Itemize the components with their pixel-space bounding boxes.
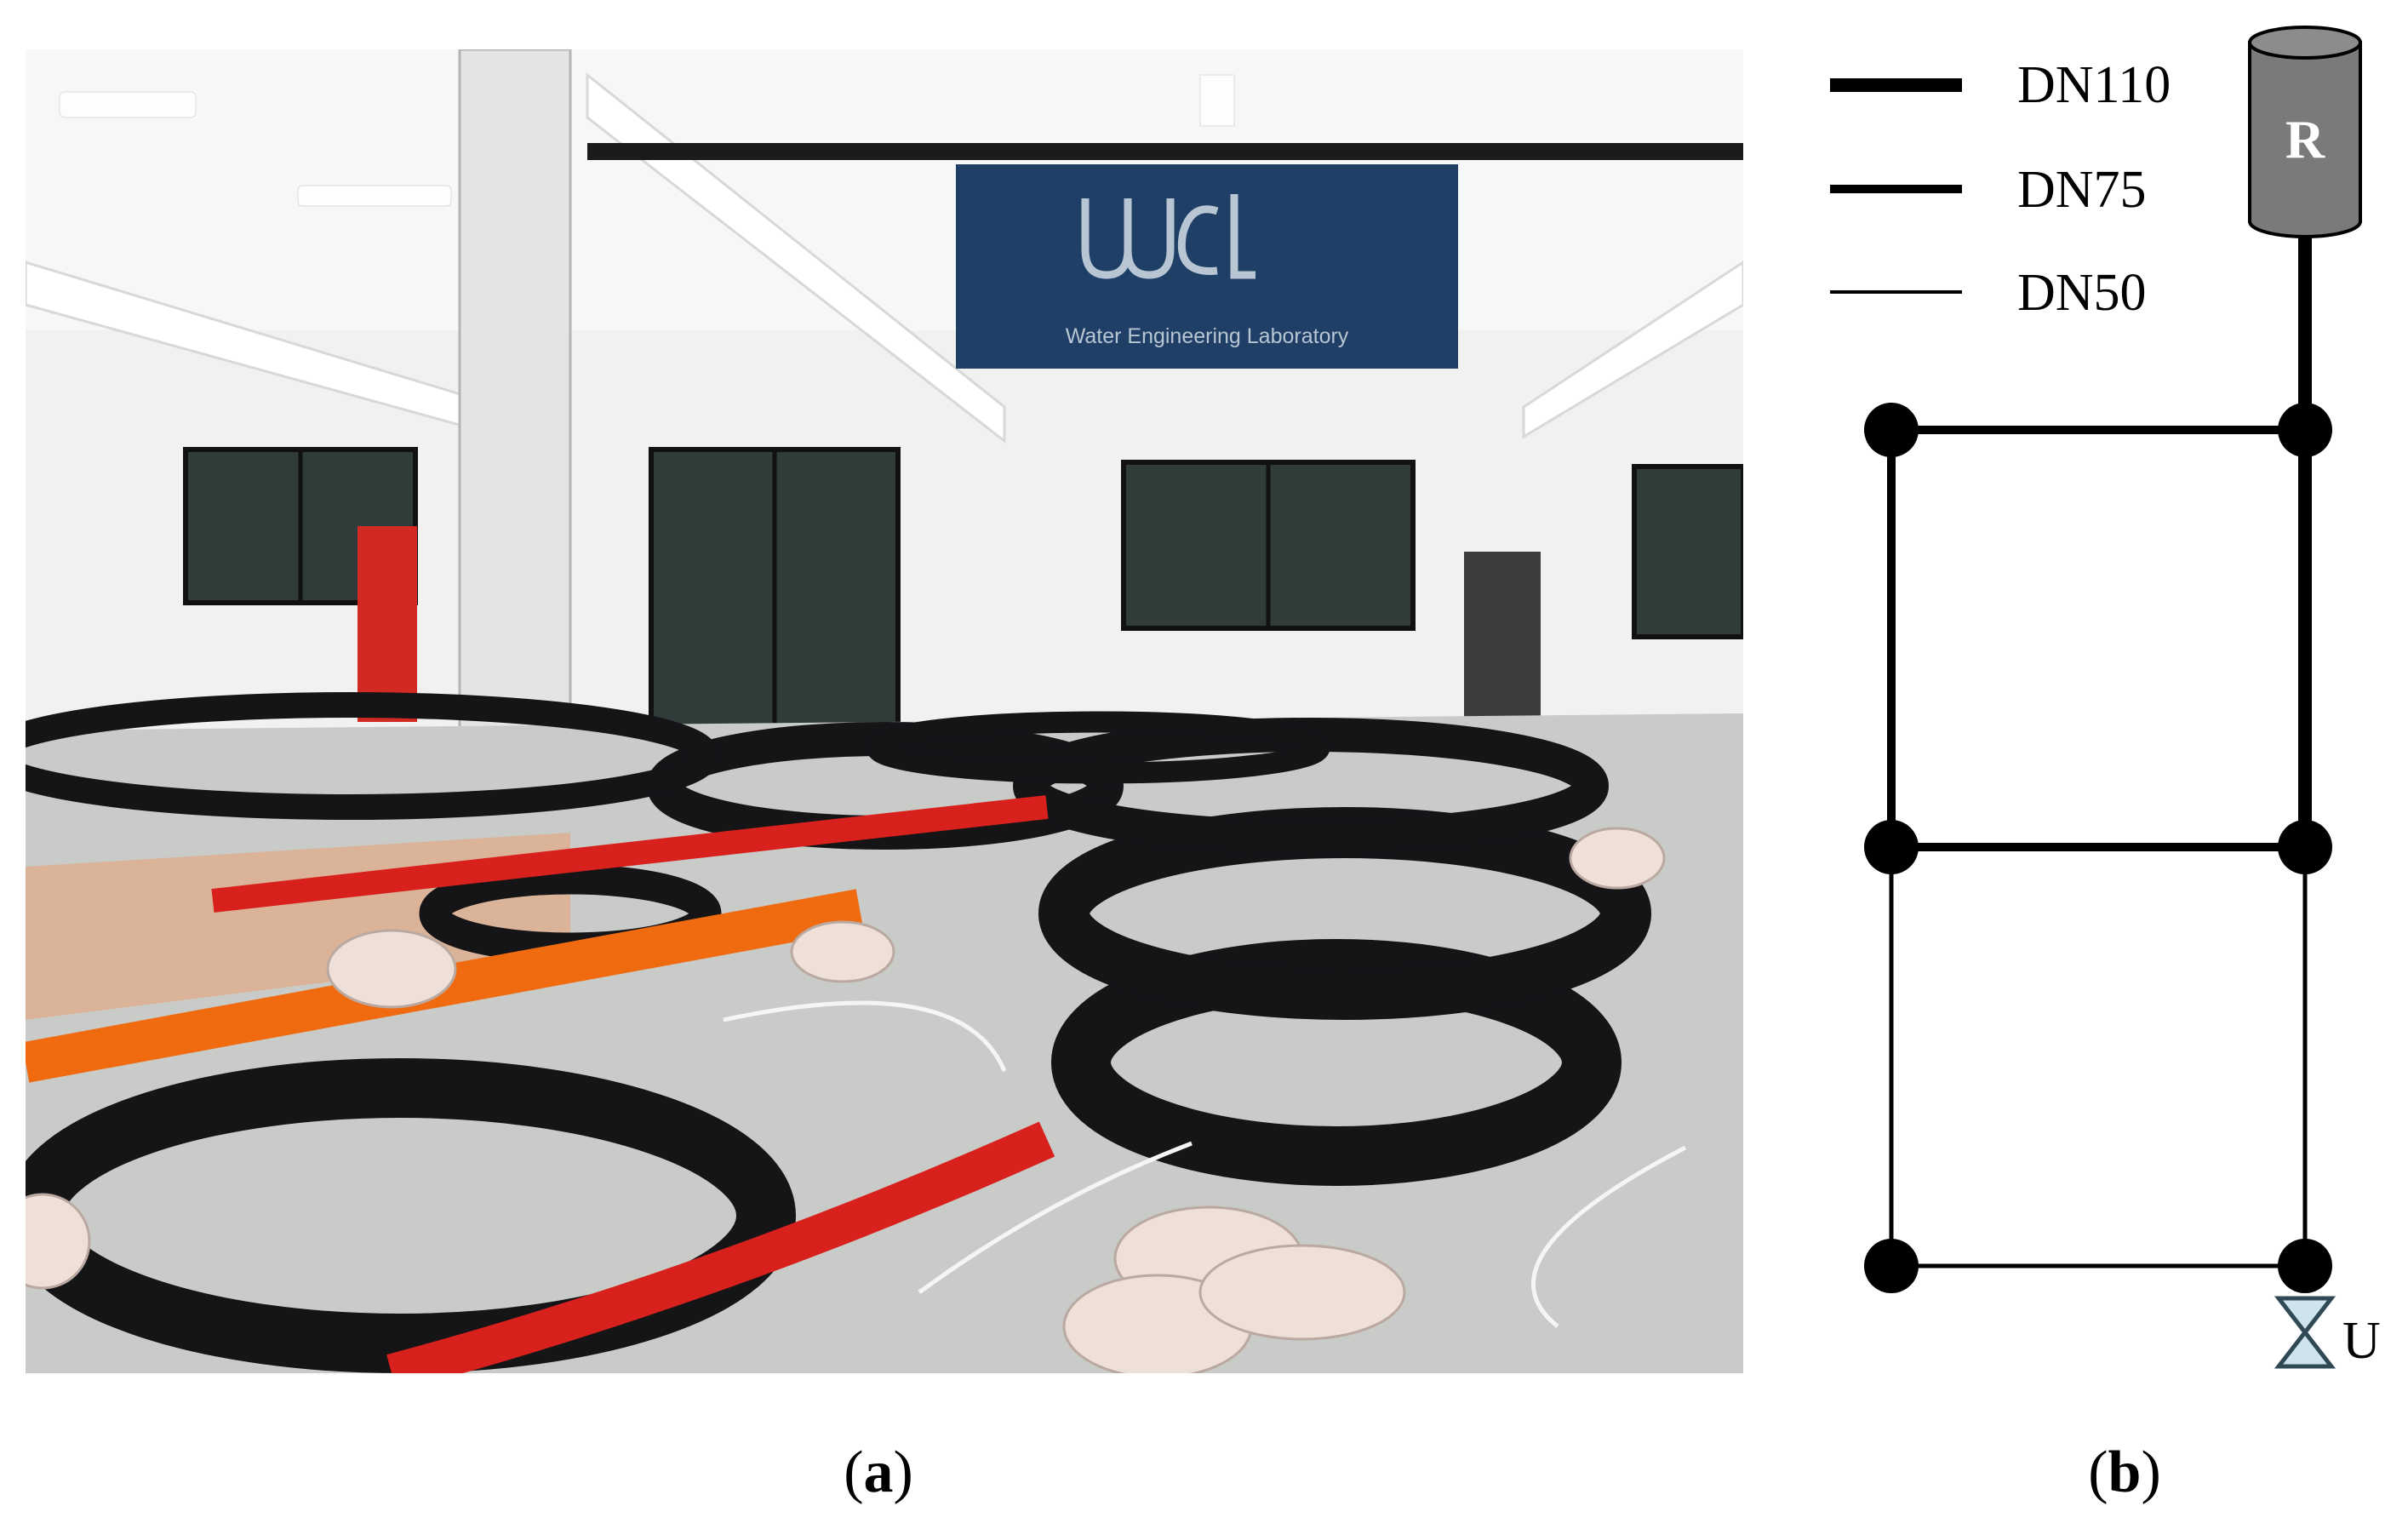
- node-middle-right: [2278, 820, 2332, 874]
- caption-a-letter: a: [863, 1440, 894, 1505]
- caption-a-close: ): [893, 1440, 913, 1505]
- node-bottom-left: [1864, 1239, 1919, 1293]
- network-diagram: DN110 DN75 DN50 R: [1805, 0, 2408, 1405]
- legend-label-dn75: DN75: [2017, 161, 2147, 219]
- node-bottom-right: [2278, 1239, 2332, 1293]
- caption-a: (a): [844, 1439, 913, 1507]
- legend-label-dn110: DN110: [2017, 56, 2171, 114]
- reservoir-label: R: [2285, 109, 2325, 169]
- lab-photo: Water Engineering Laboratory: [26, 49, 1743, 1373]
- reservoir: R: [2248, 26, 2362, 238]
- node-middle-left: [1864, 820, 1919, 874]
- valve-label: U: [2342, 1312, 2381, 1370]
- valve-icon: U: [2274, 1296, 2381, 1370]
- node-top-right: [2278, 403, 2332, 457]
- caption-b-letter: b: [2108, 1440, 2142, 1505]
- caption-a-open: (: [844, 1440, 864, 1505]
- caption-b-open: (: [2088, 1440, 2108, 1505]
- legend: DN110 DN75 DN50: [1830, 56, 2171, 322]
- node-top-left: [1864, 403, 1919, 457]
- caption-b: (b): [2088, 1439, 2161, 1507]
- caption-b-close: ): [2141, 1440, 2161, 1505]
- lab-sign-text: Water Engineering Laboratory: [1066, 324, 1349, 348]
- legend-label-dn50: DN50: [2017, 264, 2147, 322]
- lab-sign: Water Engineering Laboratory: [956, 164, 1458, 369]
